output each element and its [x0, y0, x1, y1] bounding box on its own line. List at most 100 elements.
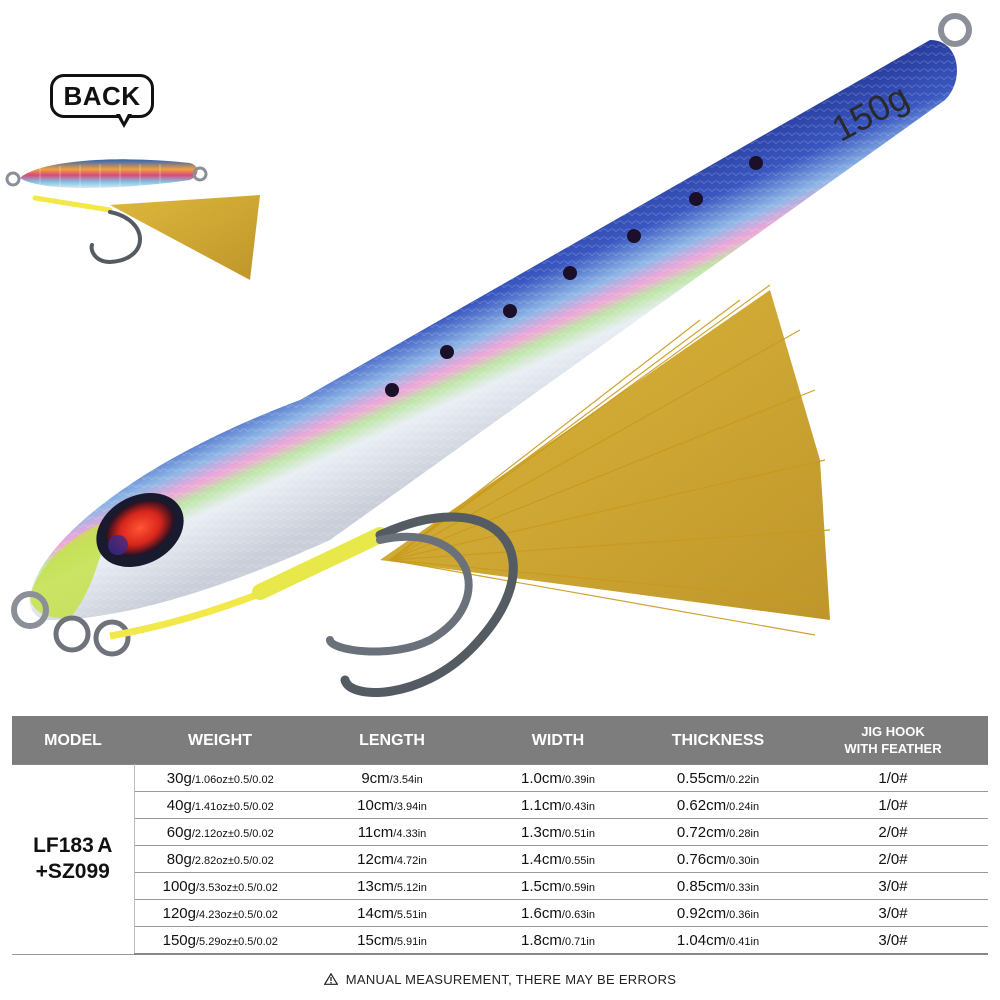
length-cell-imperial: /4.72in [393, 854, 427, 867]
length-cell: 14cm/5.51in [306, 899, 478, 927]
width-cell: 1.4cm/0.55in [478, 845, 638, 873]
thickness-cell: 0.72cm/0.28in [638, 818, 798, 846]
thickness-cell-value: 0.92cm [676, 904, 727, 922]
col-header-model: MODEL [12, 716, 134, 765]
weight-cell-value: 120g [162, 904, 196, 922]
width-cell-value: 1.4cm [521, 850, 562, 868]
weight-cell-imperial: /2.82oz±0.5/0.02 [191, 854, 274, 867]
width-cell-imperial: /0.71in [561, 935, 595, 948]
col-header-hook: JIG HOOK WITH FEATHER [798, 716, 988, 765]
table-row: 150g/5.29oz±0.5/0.02 15cm/5.91in 1.8cm/0.7… [12, 926, 988, 955]
thickness-cell-imperial: /0.41in [726, 935, 760, 948]
measurement-note: MANUAL MEASUREMENT, THERE MAY BE ERRORS [0, 972, 1000, 987]
width-cell-imperial: /0.59in [561, 881, 595, 894]
weight-cell-imperial: /2.12oz±0.5/0.02 [191, 827, 274, 840]
thickness-cell-imperial: /0.28in [726, 827, 760, 840]
length-cell-value: 14cm [357, 904, 394, 922]
col-header-length: LENGTH [306, 716, 478, 765]
weight-cell-value: 30g [166, 769, 192, 787]
thickness-cell: 0.85cm/0.33in [638, 872, 798, 900]
weight-cell-imperial: /3.53oz±0.5/0.02 [195, 881, 278, 894]
thickness-cell-value: 0.76cm [676, 850, 727, 868]
back-view-badge-label: BACK [50, 74, 154, 118]
jig-lure-body [11, 13, 972, 657]
length-cell-value: 9cm [361, 769, 390, 787]
thickness-cell-imperial: /0.22in [726, 773, 760, 786]
length-cell-value: 12cm [357, 850, 394, 868]
hook-cell: 2/0# [798, 845, 988, 873]
width-cell: 1.0cm/0.39in [478, 764, 638, 792]
model-hook-code: +SZ099 [35, 860, 110, 884]
weight-cell: 100g/3.53oz±0.5/0.02 [134, 872, 306, 900]
length-cell-value: 13cm [357, 877, 394, 895]
thickness-cell-value: 0.62cm [676, 796, 727, 814]
width-cell: 1.5cm/0.59in [478, 872, 638, 900]
weight-cell-value: 60g [166, 823, 192, 841]
weight-cell-imperial: /5.29oz±0.5/0.02 [195, 935, 278, 948]
length-cell-imperial: /3.94in [393, 800, 427, 813]
thickness-cell-imperial: /0.30in [726, 854, 760, 867]
length-cell-imperial: /3.54in [389, 773, 423, 786]
width-cell-value: 1.8cm [521, 931, 562, 949]
thickness-cell: 0.76cm/0.30in [638, 845, 798, 873]
hook-cell: 1/0# [798, 764, 988, 792]
col-header-weight: WEIGHT [134, 716, 306, 765]
col-header-thickness: THICKNESS [638, 716, 798, 765]
weight-cell-value: 40g [166, 796, 192, 814]
width-cell: 1.8cm/0.71in [478, 926, 638, 955]
thickness-cell-value: 0.72cm [676, 823, 727, 841]
col-header-width: WIDTH [478, 716, 638, 765]
width-cell-imperial: /0.55in [561, 854, 595, 867]
width-cell-value: 1.0cm [521, 769, 562, 787]
thickness-cell-value: 0.85cm [676, 877, 727, 895]
length-cell-value: 15cm [357, 931, 394, 949]
thickness-cell-imperial: /0.33in [726, 881, 760, 894]
hook-cell: 2/0# [798, 818, 988, 846]
hook-cell: 1/0# [798, 791, 988, 819]
hook-cell-value: 3/0# [878, 931, 908, 949]
hook-cell-value: 1/0# [878, 769, 908, 787]
hook-cell-value: 3/0# [878, 877, 908, 895]
length-cell: 13cm/5.12in [306, 872, 478, 900]
warning-icon [323, 972, 339, 985]
width-cell-value: 1.6cm [521, 904, 562, 922]
width-cell-imperial: /0.51in [561, 827, 595, 840]
back-view-lure [5, 159, 260, 280]
weight-cell-value: 80g [166, 850, 192, 868]
width-cell: 1.6cm/0.63in [478, 899, 638, 927]
weight-cell-value: 150g [162, 931, 196, 949]
thickness-cell: 1.04cm/0.41in [638, 926, 798, 955]
thickness-cell-imperial: /0.36in [726, 908, 760, 921]
hook-cell-value: 2/0# [878, 850, 908, 868]
length-cell-imperial: /5.91in [393, 935, 427, 948]
length-cell-imperial: /5.12in [393, 881, 427, 894]
weight-cell: 150g/5.29oz±0.5/0.02 [134, 926, 306, 955]
width-cell: 1.3cm/0.51in [478, 818, 638, 846]
length-cell: 11cm/4.33in [306, 818, 478, 846]
hook-cell: 3/0# [798, 926, 988, 955]
thickness-cell: 0.62cm/0.24in [638, 791, 798, 819]
weight-cell: 60g/2.12oz±0.5/0.02 [134, 818, 306, 846]
weight-cell: 40g/1.41oz±0.5/0.02 [134, 791, 306, 819]
length-cell: 12cm/4.72in [306, 845, 478, 873]
thickness-cell-value: 0.55cm [676, 769, 727, 787]
weight-cell: 80g/2.82oz±0.5/0.02 [134, 845, 306, 873]
length-cell: 10cm/3.94in [306, 791, 478, 819]
thickness-cell: 0.55cm/0.22in [638, 764, 798, 792]
width-cell-imperial: /0.63in [561, 908, 595, 921]
col-header-hook-line1: JIG HOOK [861, 724, 925, 739]
measurement-note-text: MANUAL MEASUREMENT, THERE MAY BE ERRORS [345, 972, 677, 987]
hook-cell-value: 1/0# [878, 796, 908, 814]
spec-table: MODEL WEIGHT LENGTH WIDTH THICKNESS JIG … [12, 716, 988, 955]
length-cell-value: 10cm [357, 796, 394, 814]
model-cell: LF183 A+SZ099 [12, 764, 135, 955]
hook-cell: 3/0# [798, 899, 988, 927]
thickness-cell-value: 1.04cm [676, 931, 727, 949]
feather-skirt [380, 284, 831, 636]
